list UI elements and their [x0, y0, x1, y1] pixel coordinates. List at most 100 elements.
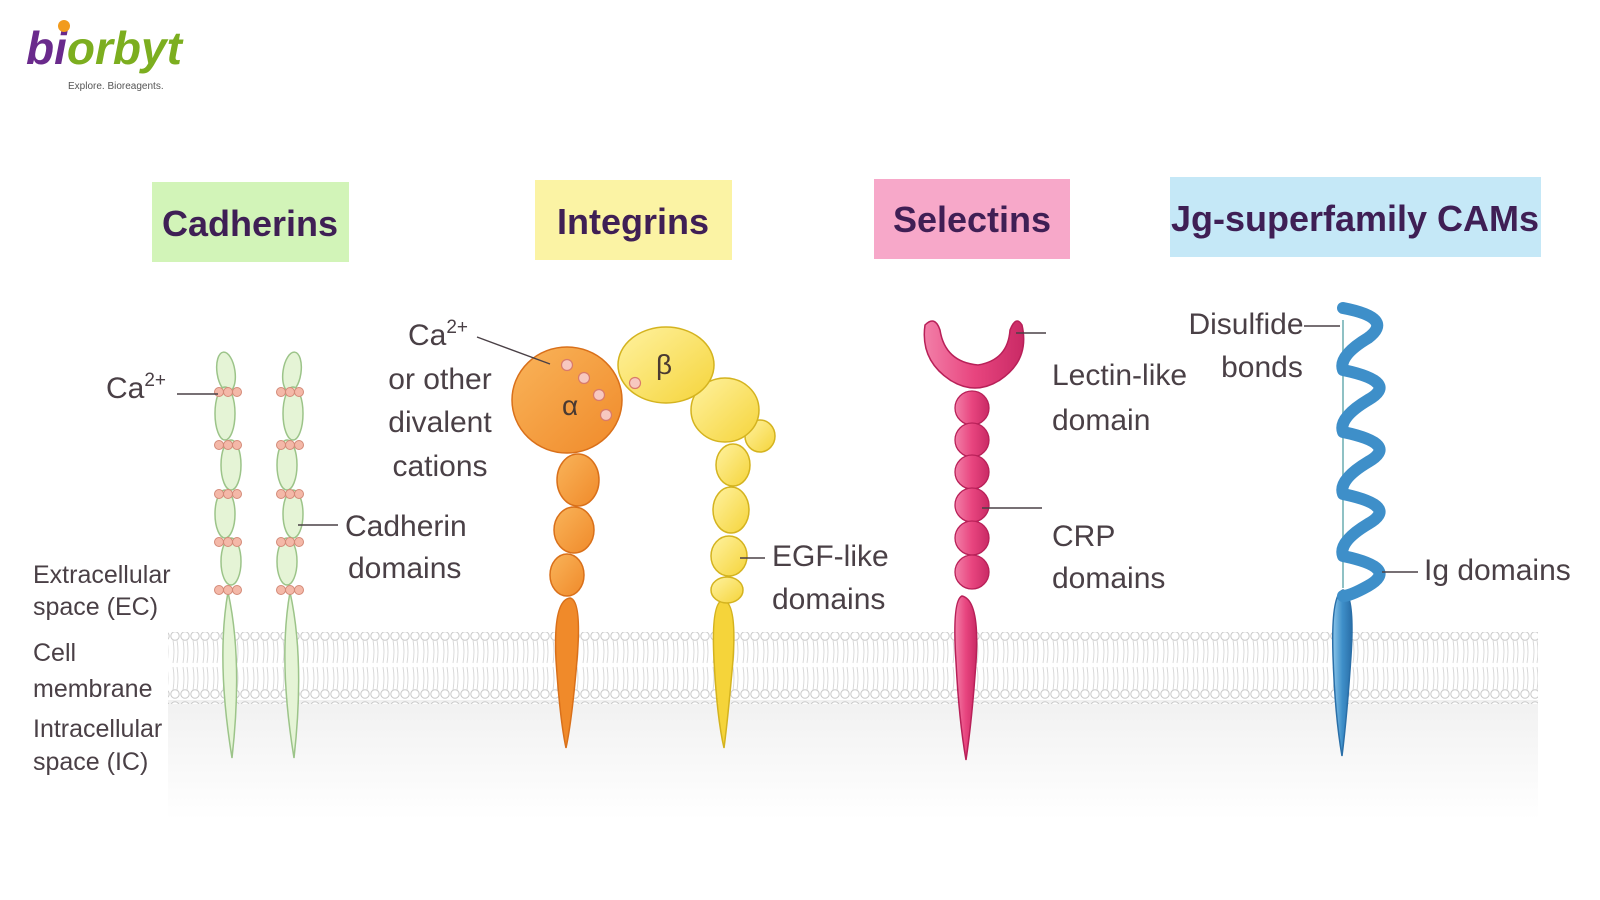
integrin-labels: Ca2+ or other divalent cations EGF-like … [388, 317, 888, 616]
title-cadherins: Cadherins [152, 182, 349, 262]
title-text-ig-superfamily: Jg-superfamily CAMs [1171, 198, 1539, 239]
title-ig-superfamily: Jg-superfamily CAMs [1170, 177, 1541, 257]
ig-disulfide-line2: bonds [1221, 351, 1303, 384]
title-box-cadherins [152, 182, 349, 262]
crp-domain [954, 520, 990, 556]
title-text-integrins: Integrins [557, 201, 709, 242]
integrin-beta-head [617, 326, 715, 404]
calcium-ion [214, 440, 224, 450]
region-labels: Extracellular space (EC) Cell membrane I… [33, 561, 171, 776]
cadherin-tail [222, 591, 238, 759]
calcium-ion [232, 537, 242, 547]
calcium-ion [294, 387, 304, 397]
region-ec-line1: Extracellular [33, 561, 171, 589]
ig-domains-label: Ig domains [1424, 554, 1571, 587]
ig-cam-tail [1331, 589, 1353, 757]
cadherin-domain [214, 386, 236, 441]
crp-domain [954, 390, 990, 426]
crp-domain [954, 554, 990, 590]
calcium-ion [285, 489, 295, 499]
selectin-crp-line2: domains [1052, 562, 1165, 595]
ig-labels: Disulfide bonds Ig domains [1188, 308, 1570, 587]
cadherin-calcium-label: Ca2+ [106, 370, 166, 405]
ig-disulfide-line1: Disulfide [1188, 308, 1303, 341]
calcium-ion [285, 585, 295, 595]
title-box-ig-superfamily [1170, 177, 1541, 257]
integrin-beta-subunit: β [617, 326, 776, 749]
selectin-lectin-domain [923, 320, 1025, 389]
region-ec-line2: space (EC) [33, 593, 158, 621]
title-selectins: Selectins [874, 179, 1070, 259]
calcium-ion [276, 585, 286, 595]
cadherin-domain [282, 386, 304, 441]
logo-tagline: Explore. Bioreagents. [68, 81, 164, 92]
calcium-ion [214, 585, 224, 595]
calcium-ion [232, 489, 242, 499]
logo-wordmark: biorbyt [26, 22, 184, 74]
cadherin-labels: Ca2+ Cadherin domains [106, 370, 467, 585]
cadherin-strand-left [214, 351, 242, 759]
calcium-ion [214, 537, 224, 547]
calcium-ion [276, 537, 286, 547]
selectin-labels: Lectin-like domain CRP domains [982, 332, 1187, 595]
selectin-molecule [923, 320, 1025, 761]
ig-domains-strand [1336, 302, 1386, 602]
cadherin-strand-right [276, 351, 304, 759]
calcium-ion [294, 585, 304, 595]
calcium-ion [276, 440, 286, 450]
calcium-ion [285, 387, 295, 397]
integrin-cations-line1: or other [388, 363, 491, 396]
calcium-ion [232, 585, 242, 595]
calcium-ion [285, 537, 295, 547]
calcium-ion [223, 489, 233, 499]
calcium-ion [223, 440, 233, 450]
selectin-tail [954, 595, 978, 761]
selectin-crp-line1: CRP [1052, 520, 1115, 553]
logo-suffix: orbyt [67, 22, 184, 74]
integrin-alpha-tail [554, 597, 580, 749]
calcium-ion [276, 489, 286, 499]
calcium-ion [294, 537, 304, 547]
calcium-ion [223, 387, 233, 397]
title-box-integrins [535, 180, 732, 260]
calcium-ion [294, 440, 304, 450]
selectin-crp-domains [954, 390, 990, 590]
title-box-selectins [874, 179, 1070, 259]
integrin-beta-symbol: β [656, 349, 672, 380]
integrin-egf-line2: domains [772, 583, 885, 616]
integrin-cations-line2: divalent [388, 406, 492, 439]
region-ic-line1: Intracellular [33, 715, 162, 743]
integrin-calcium-label: Ca2+ [408, 317, 468, 352]
crp-domain [954, 422, 990, 458]
selectin-lectin-line1: Lectin-like [1052, 359, 1187, 392]
calcium-ion [276, 387, 286, 397]
crp-domain [954, 454, 990, 490]
biorbyt-logo[interactable]: biorbyt Explore. Bioreagents. [26, 20, 184, 92]
region-membrane-line2: membrane [33, 675, 153, 703]
cell-membrane [168, 632, 1538, 704]
integrin-calcium-leader [476, 336, 551, 365]
crp-domain [954, 487, 990, 523]
cadherin-tail [284, 591, 300, 759]
integrin-alpha-subunit: α [511, 346, 623, 749]
calcium-ion [214, 489, 224, 499]
intracellular-space [168, 700, 1538, 820]
calcium-ion [232, 440, 242, 450]
region-membrane-line1: Cell [33, 639, 76, 667]
title-text-cadherins: Cadherins [162, 203, 338, 244]
cadherin-domains-line2: domains [348, 552, 461, 585]
integrin-alpha-head [511, 346, 623, 454]
calcium-ion [294, 489, 304, 499]
calcium-ion [214, 387, 224, 397]
calcium-ion [223, 537, 233, 547]
calcium-ion [285, 440, 295, 450]
selectin-lectin-line2: domain [1052, 404, 1150, 437]
calcium-ion [232, 387, 242, 397]
ig-cam-molecule [1331, 302, 1386, 757]
region-ic-line2: space (IC) [33, 748, 148, 776]
cadherin-domains-line1: Cadherin [345, 510, 467, 543]
logo-dot-icon [58, 20, 70, 32]
integrin-beta-tail [712, 599, 735, 749]
integrin-egf-line1: EGF-like [772, 540, 889, 573]
